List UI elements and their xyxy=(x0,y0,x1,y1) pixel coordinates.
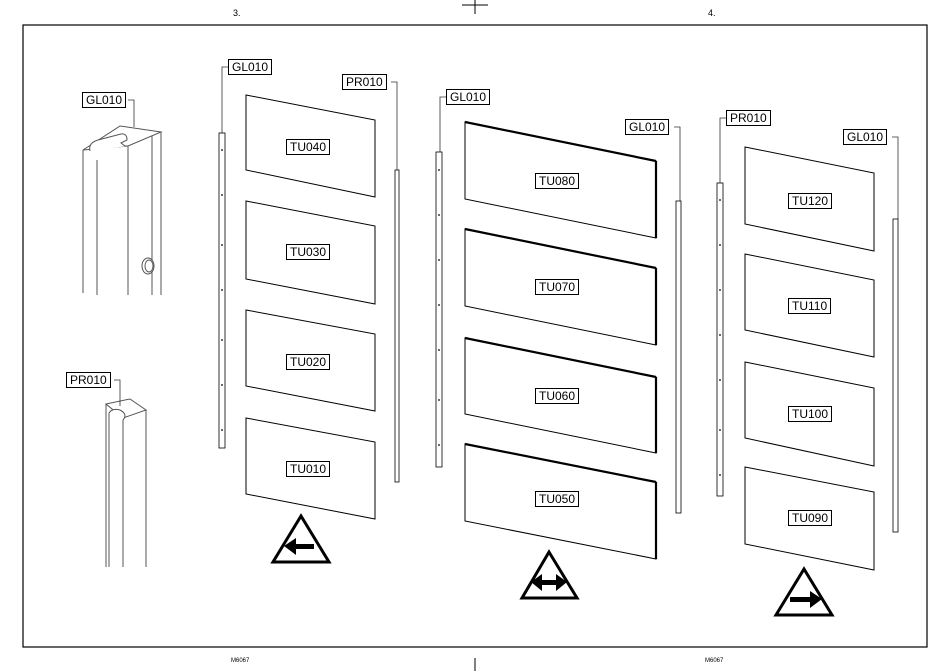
panel-label-tu020: TU020 xyxy=(286,354,330,370)
step-number-3: 3. xyxy=(233,8,241,18)
callout-step3-rail-right: PR010 xyxy=(342,74,387,90)
panels-step3 xyxy=(246,95,375,519)
step-number-4: 4. xyxy=(708,8,716,18)
panel-label-tu040: TU040 xyxy=(286,139,330,155)
callout-step4a-rail-right: GL010 xyxy=(625,119,669,135)
direction-left-icon xyxy=(273,516,329,562)
panel-label-tu060: TU060 xyxy=(535,388,579,404)
callout-step4a-rail-left: GL010 xyxy=(446,89,490,105)
panels-step4b xyxy=(745,147,874,570)
rail-step4a-right xyxy=(676,201,681,513)
panel-label-tu070: TU070 xyxy=(535,279,579,295)
panel-label-tu050: TU050 xyxy=(535,491,579,507)
rail-step4b-right xyxy=(893,219,898,532)
direction-both-icon xyxy=(522,552,577,598)
callout-step4b-rail-left: PR010 xyxy=(726,110,771,126)
panel-label-tu120: TU120 xyxy=(788,193,832,209)
panel-label-tu030: TU030 xyxy=(286,244,330,260)
gl010-detail xyxy=(83,126,161,295)
callout-detail-gl010: GL010 xyxy=(82,92,126,108)
callout-step3-rail-left: GL010 xyxy=(228,59,272,75)
footer-code-left: M6067 xyxy=(231,658,249,664)
rail-step4a-left xyxy=(436,152,442,467)
rail-step4b-left xyxy=(717,183,723,496)
rail-step3-right xyxy=(395,170,399,482)
panel-label-tu110: TU110 xyxy=(788,298,831,314)
panel-label-tu100: TU100 xyxy=(788,406,832,422)
callout-step4b-rail-right: GL010 xyxy=(843,129,887,145)
panel-label-tu080: TU080 xyxy=(535,173,579,189)
footer-code-right: M6067 xyxy=(705,658,723,664)
panel-label-tu090: TU090 xyxy=(788,510,832,526)
panel-label-tu010: TU010 xyxy=(286,461,330,477)
callout-detail-pr010: PR010 xyxy=(66,372,111,388)
direction-right-icon xyxy=(776,569,832,615)
pr010-detail xyxy=(106,399,146,567)
